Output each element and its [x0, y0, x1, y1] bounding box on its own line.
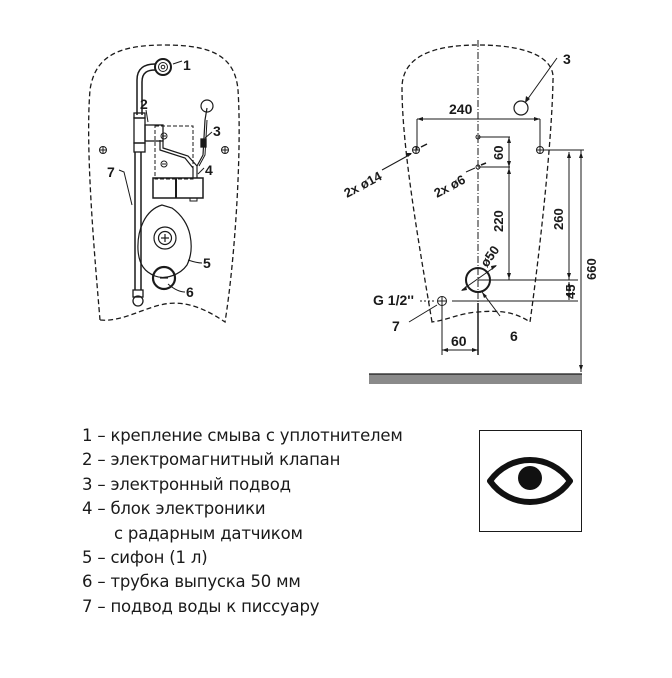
- supply-pipe: [136, 63, 156, 115]
- flush-connector: [154, 58, 172, 76]
- dim-260: 260: [551, 208, 566, 230]
- mount-hole-left: [99, 146, 107, 154]
- callout-5: 5: [203, 255, 211, 271]
- callout-7: 7: [107, 164, 115, 180]
- callout-2: 2: [140, 96, 148, 112]
- callout-3-right: 3: [563, 51, 571, 67]
- legend-item: 6 – трубка выпуска 50 мм: [82, 572, 301, 592]
- electronics-housing: [154, 125, 194, 180]
- right-labels: 3 240 60 220 260 660 45 60 2x ø14 2x ø6 …: [341, 51, 599, 349]
- floor-hatch: [369, 373, 582, 384]
- callout-4: 4: [205, 162, 213, 178]
- legend-item: 5 – сифон (1 л): [82, 548, 208, 568]
- right-diagram: [369, 40, 584, 384]
- dim-240: 240: [449, 101, 473, 117]
- hole-14-left: [412, 146, 420, 154]
- callout-6: 6: [186, 284, 194, 300]
- label-holes-6: 2x ø6: [431, 172, 467, 201]
- label-holes-14: 2x ø14: [341, 168, 384, 201]
- urinal-outline-left: [87, 44, 240, 324]
- mount-hole-right: [221, 146, 229, 154]
- legend-item: 1 – крепление смыва с уплотнителем: [82, 426, 403, 445]
- legend-item: 3 – электронный подвод: [82, 474, 291, 494]
- callout-1: 1: [183, 57, 191, 73]
- dim-45: 45: [563, 285, 578, 299]
- label-g-half: G 1/2'': [373, 292, 414, 308]
- legend-item: 2 – электромагнитный клапан: [82, 450, 341, 470]
- dim-60-horizontal: 60: [451, 333, 467, 349]
- callout-7-right: 7: [392, 318, 400, 334]
- left-diagram: [87, 44, 240, 324]
- callout-3: 3: [213, 123, 221, 139]
- label-drain-50: ø50: [477, 243, 502, 270]
- sensor-symbol-box: [479, 430, 582, 532]
- legend-item: 7 – подвод воды к писсуару: [82, 596, 320, 616]
- legend-item: 4 – блок электроники: [82, 499, 266, 519]
- eye-icon: [487, 457, 573, 505]
- sensor-bulb: [200, 99, 214, 113]
- outlet-pipe: [151, 265, 177, 291]
- legend-item-continuation: с радарным датчиком: [114, 523, 303, 543]
- urinal-outline-right: [401, 44, 554, 324]
- legend: 1 – крепление смыва с уплотнителем 2 – э…: [82, 424, 403, 619]
- solenoid-valve: [133, 112, 164, 153]
- left-callouts: 1 2 3 4 5 6 7: [107, 57, 221, 300]
- dim-220: 220: [491, 210, 506, 232]
- dim-660: 660: [584, 258, 599, 280]
- electronics-block: [152, 177, 204, 202]
- dim-60-vertical: 60: [491, 146, 506, 160]
- callout-6-right: 6: [510, 328, 518, 344]
